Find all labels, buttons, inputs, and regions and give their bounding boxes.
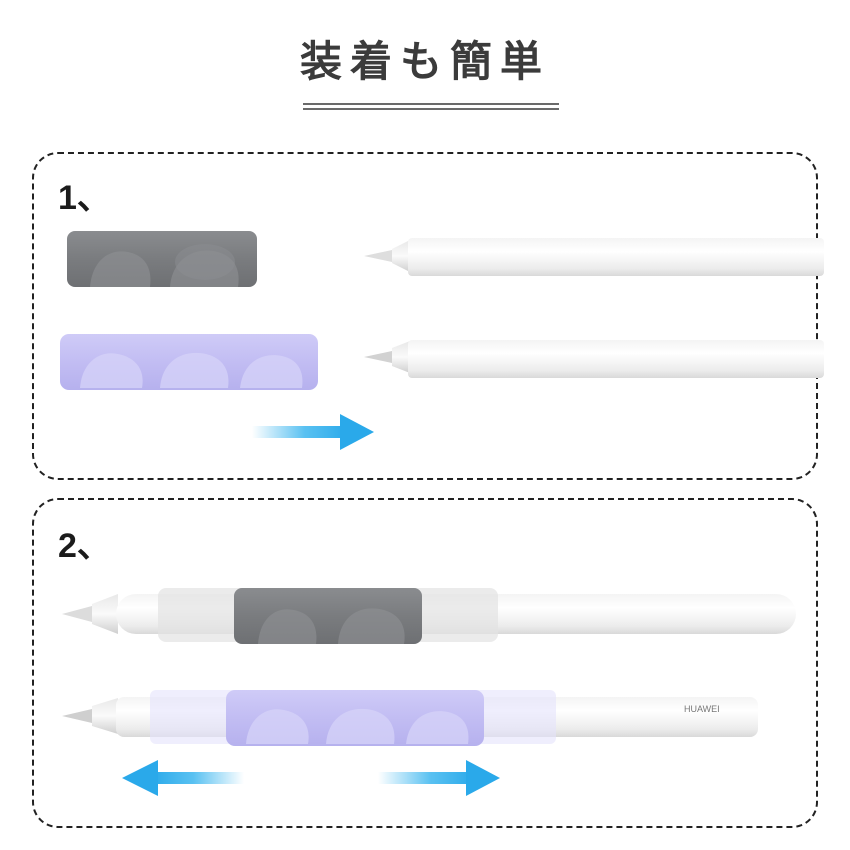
gray-grip — [67, 231, 257, 287]
left-arrow-icon — [122, 760, 244, 796]
title-underline-2 — [303, 108, 559, 110]
right-arrow-icon — [252, 414, 374, 450]
right-arrow-icon — [378, 760, 500, 796]
step-2-label: 2、 — [58, 527, 111, 565]
pencil-2 — [364, 340, 824, 378]
lavender-grip — [60, 334, 318, 390]
pencil-brand-text: HUAWEI — [684, 704, 720, 714]
gray-grip-installed — [234, 588, 422, 644]
page-title: 装着も簡単 — [299, 37, 550, 86]
step-1-label: 1、 — [58, 179, 111, 217]
pencil-1 — [364, 238, 824, 276]
lavender-grip-installed — [226, 690, 484, 746]
step-1-panel — [32, 152, 818, 480]
pencil-3 — [62, 588, 796, 642]
step-2-panel — [32, 498, 818, 828]
title-underline — [303, 103, 559, 105]
